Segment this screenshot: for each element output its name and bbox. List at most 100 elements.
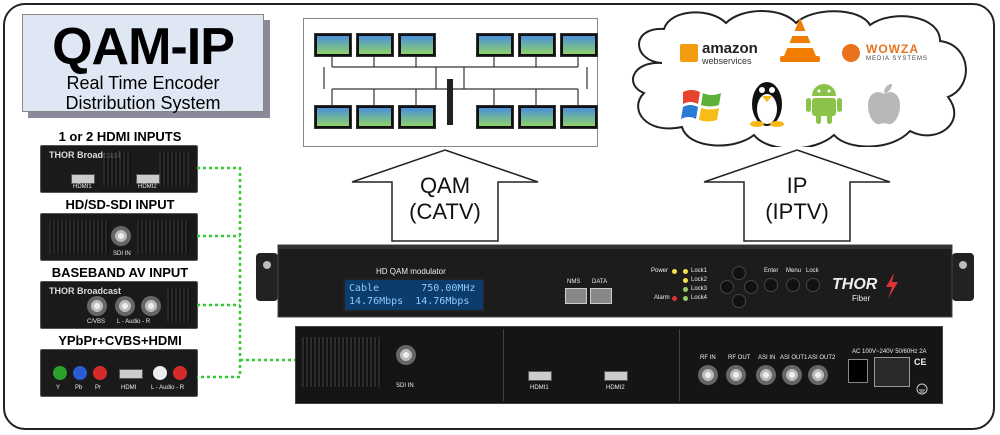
qam-label-line1: QAM: [419, 173, 471, 198]
enter-label: Enter: [764, 268, 779, 274]
input-label-sdi: HD/SD-SDI INPUT: [65, 197, 175, 212]
asi-out1-port[interactable]: [782, 365, 802, 385]
tv-screen: [476, 33, 514, 57]
input-card-av: THOR Broadcast C/VBS L - Audio - R: [40, 281, 198, 329]
input-card-hdmi: THOR Broadcast HDMI1 HDMI2: [40, 145, 198, 193]
lock4-led: [683, 296, 688, 301]
ip-label-line2: (IPTV): [765, 199, 829, 224]
right-arrow-button[interactable]: [744, 280, 758, 294]
hdmi-label: HDMI: [121, 385, 137, 391]
lock1-label: Lock1: [691, 268, 708, 274]
sdi-bnc-port: [111, 226, 131, 246]
asi-out2-port[interactable]: [808, 365, 828, 385]
rf-in-port[interactable]: [698, 365, 718, 385]
rca-audio-l-port: [153, 366, 167, 380]
model-name: HD QAM modulator: [376, 267, 446, 276]
power-label: Power: [651, 268, 669, 274]
lock-label: Lock: [806, 268, 819, 274]
input-card-ypbpr: Y Pb Pr HDMI L - Audio - R: [40, 349, 198, 397]
catv-tv-network: [303, 18, 598, 147]
card-brand: THOR Broadcast: [49, 150, 122, 160]
cvbs-label: C/VBS: [87, 319, 106, 325]
hdmi2-rear-label: HDMI2: [606, 385, 625, 391]
power-socket[interactable]: [874, 357, 910, 387]
tv-screen: [356, 105, 394, 129]
wowza-sub-text: MEDIA SYSTEMS: [866, 56, 929, 62]
up-arrow-button[interactable]: [732, 266, 746, 280]
hdmi2-rear-port[interactable]: [604, 371, 628, 381]
audio-lr-label: L - Audio - R: [151, 385, 185, 391]
power-switch[interactable]: [848, 359, 868, 383]
hdmi1-port: [71, 174, 95, 184]
down-arrow-button[interactable]: [732, 294, 746, 308]
sdi-port-label: SDI IN: [113, 251, 131, 257]
input-label-ypbpr: YPbPr+CVBS+HDMI: [58, 333, 182, 348]
rca-audio-r-port: [173, 366, 187, 380]
hdmi-port: [119, 369, 143, 379]
enter-button[interactable]: [764, 278, 778, 292]
input-label-hdmi: 1 or 2 HDMI INPUTS: [58, 129, 182, 144]
asi-in-port[interactable]: [756, 365, 776, 385]
tv-screen: [356, 33, 394, 57]
tv-screen: [314, 105, 352, 129]
title-box: QAM-IP Real Time Encoder Distribution Sy…: [22, 14, 264, 113]
input-card-sdi: SDI IN: [40, 213, 198, 261]
nms-ethernet-port[interactable]: [565, 288, 587, 304]
hdmi1-rear-label: HDMI1: [530, 385, 549, 391]
lock1-led: [683, 269, 688, 274]
y-label: Y: [56, 385, 61, 391]
amazon-text: amazon: [702, 40, 758, 57]
cvbs-bnc-port: [87, 296, 107, 316]
apple-icon: [868, 84, 900, 125]
lcd-line1: Cable 750.00MHz: [349, 283, 476, 294]
coax-connector-icon: [447, 79, 453, 125]
alarm-led: [672, 296, 677, 301]
aws-text: webservices: [702, 56, 752, 66]
tv-screen: [314, 33, 352, 57]
asi-in-label: ASI IN: [758, 355, 776, 361]
alarm-label: Alarm: [654, 295, 670, 301]
encoder-rear-panel: SDI IN HDMI1 HDMI2 RF IN RF OUT ASI IN A…: [295, 326, 943, 404]
lock4-label: Lock4: [691, 295, 708, 301]
android-icon: [806, 84, 842, 124]
lock-button[interactable]: [806, 278, 820, 292]
linux-tux-icon: [750, 82, 784, 127]
audio-r-bnc-port: [141, 296, 161, 316]
menu-button[interactable]: [786, 278, 800, 292]
hdmi1-rear-port[interactable]: [528, 371, 552, 381]
ce-mark: CE: [914, 357, 927, 367]
audio-label: L - Audio - R: [117, 319, 151, 325]
lcd-line2: 14.76Mbps 14.76Mbps: [349, 296, 470, 307]
coax-network-lines: [323, 57, 588, 125]
rf-out-port[interactable]: [726, 365, 746, 385]
tv-screen: [560, 105, 598, 129]
lcd-display: Cable 750.00MHz 14.76Mbps 14.76Mbps: [343, 278, 485, 312]
tv-screen: [398, 105, 436, 129]
qam-up-arrow: [351, 149, 539, 242]
asi-out1-label: ASI OUT1: [780, 355, 808, 361]
fiber-logo-text: Fiber: [852, 294, 871, 303]
left-arrow-button[interactable]: [720, 280, 734, 294]
power-led: [672, 269, 677, 274]
asi-out2-label: ASI OUT2: [808, 355, 836, 361]
lightning-logo-icon: [886, 273, 898, 299]
rca-pr-port: [93, 366, 107, 380]
wowza-text: WOWZA: [866, 42, 919, 56]
hdmi2-port: [136, 174, 160, 184]
data-ethernet-port[interactable]: [590, 288, 612, 304]
pr-label: Pr: [95, 385, 101, 391]
windows-icon: [681, 90, 721, 122]
menu-label: Menu: [786, 268, 802, 274]
vlc-cone-icon: [780, 18, 820, 62]
ip-label: IP (IPTV): [744, 173, 850, 225]
rca-pb-port: [73, 366, 87, 380]
lock3-label: Lock3: [691, 286, 708, 292]
sdi-in-bnc[interactable]: [396, 345, 416, 365]
ground-icon: [916, 383, 928, 395]
hdmi2-port-label: HDMI2: [138, 184, 157, 190]
input-label-av: BASEBAND AV INPUT: [51, 265, 189, 280]
lock2-led: [683, 278, 688, 283]
power-spec-label: AC 100V~240V 50/60Hz 2A: [852, 349, 927, 355]
rf-out-label: RF OUT: [728, 355, 751, 361]
